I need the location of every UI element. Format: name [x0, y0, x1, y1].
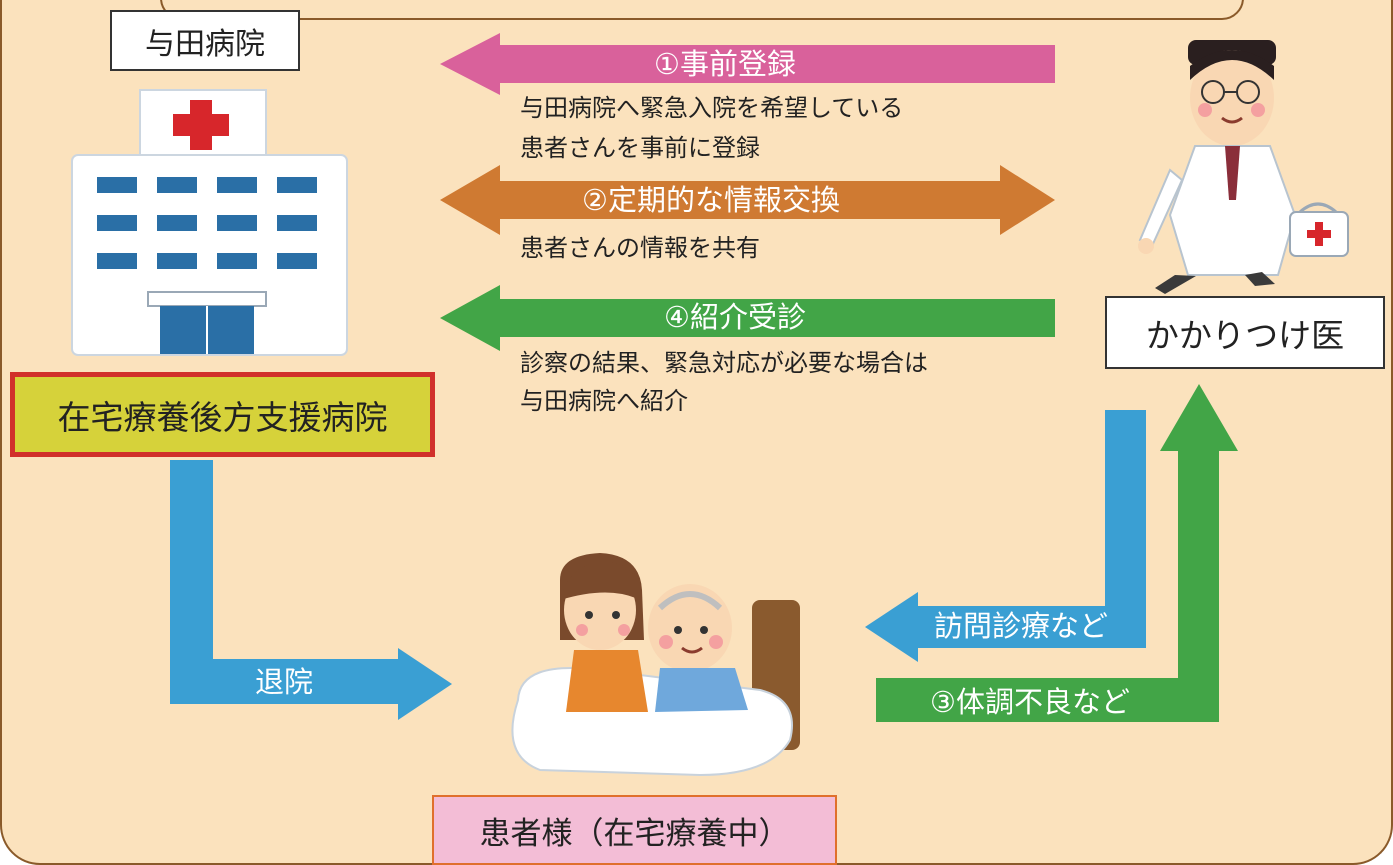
unwell-arrow — [876, 384, 1238, 722]
referral-desc-2: 与田病院へ紹介 — [520, 387, 688, 415]
doctor-icon — [1138, 40, 1349, 294]
referral-title: ④紹介受診 — [664, 300, 806, 334]
hospital-role: 在宅療養後方支援病院 — [57, 397, 388, 437]
referral-arrow — [440, 285, 1055, 351]
hospital-name: 与田病院 — [145, 26, 265, 62]
info-exchange-arrow — [440, 165, 1055, 235]
home-visit-arrow — [865, 410, 1146, 662]
registration-desc-1: 与田病院へ緊急入院を希望している — [520, 94, 904, 122]
patient-box: 患者様（在宅療養中） — [432, 795, 837, 865]
registration-desc-2: 患者さんを事前に登録 — [520, 134, 760, 162]
discharge-arrow — [170, 460, 452, 720]
info-exchange-desc-1: 患者さんの情報を共有 — [520, 234, 760, 262]
doctor-label: かかりつけ医 — [1145, 315, 1345, 355]
hospital-name-box: 与田病院 — [110, 10, 300, 71]
referral-desc-1: 診察の結果、緊急対応が必要な場合は — [520, 349, 928, 377]
registration-title: ①事前登録 — [654, 47, 796, 81]
unwell-label: ③体調不良など — [930, 685, 1130, 719]
hospital-role-box: 在宅療養後方支援病院 — [10, 372, 435, 457]
home-visit-label: 訪問診療など — [934, 609, 1109, 643]
patient-label: 患者様（在宅療養中） — [479, 815, 790, 852]
registration-arrow — [440, 33, 1055, 95]
discharge-label: 退院 — [255, 665, 314, 699]
hospital-building-icon — [71, 89, 348, 356]
patient-with-caregiver-icon — [511, 553, 800, 777]
info-exchange-title: ②定期的な情報交換 — [582, 183, 840, 217]
doctor-box: かかりつけ医 — [1105, 296, 1385, 369]
